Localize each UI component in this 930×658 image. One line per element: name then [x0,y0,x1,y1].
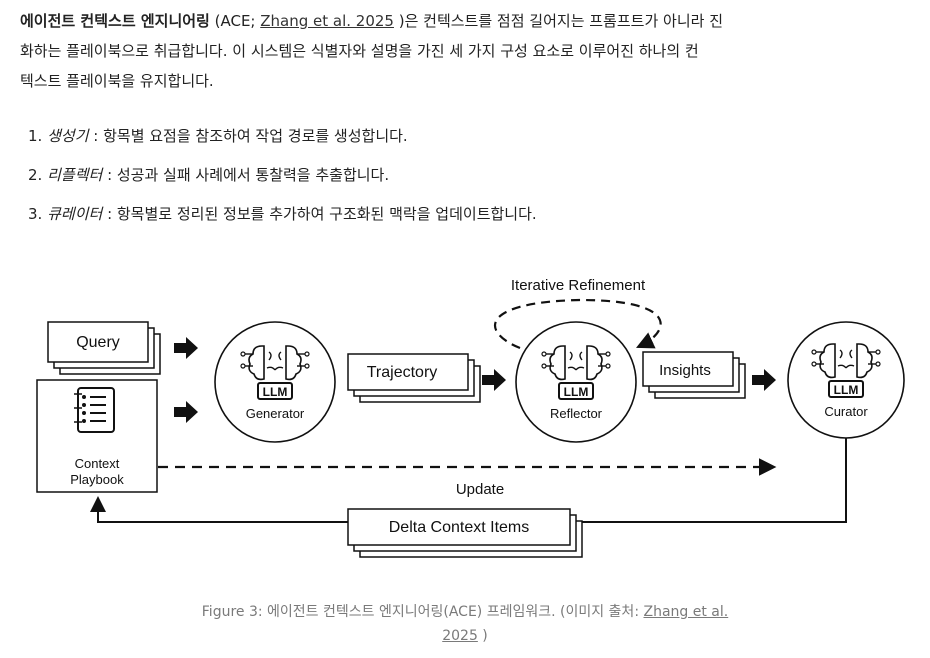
generator-node: LLM Generator [214,321,336,443]
playbook-notebook-icon [74,387,115,433]
insights-to-curator-arrow [752,369,776,391]
delta-context-items-box: Delta Context Items [347,508,583,558]
query-box: Query [47,321,161,375]
svg-text:Playbook: Playbook [70,472,124,487]
list-item-curator: 3. 큐레이터 : 항목별로 정리된 정보를 추가하여 구조화된 맥락을 업데이… [28,205,537,223]
svg-text:Insights: Insights [659,362,711,379]
update-label: Update [456,481,504,498]
intro-paragraph: 에이전트 컨텍스트 엔지니어링 (ACE; Zhang et al. 2025 … [20,6,916,96]
citation-link[interactable]: Zhang et al. 2025 [260,12,394,30]
intro-line-1: 에이전트 컨텍스트 엔지니어링 (ACE; Zhang et al. 2025 … [20,12,723,30]
svg-text:Generator: Generator [246,406,305,421]
figure-caption: Figure 3: 에이전트 컨텍스트 엔지니어링(ACE) 프레임워크. (이… [201,604,729,644]
list-item-generator: 1. 생성기 : 항목별 요점을 참조하여 작업 경로를 생성합니다. [28,127,408,145]
context-playbook-box: Context Playbook [36,379,158,493]
insights-box: Insights [642,351,746,399]
trajectory-to-reflector-arrow [482,369,506,391]
svg-text:LLM: LLM [564,385,589,399]
caption-citation-link-part1[interactable]: Zhang et al. [643,604,729,620]
intro-line-3: 텍스트 플레이북을 유지합니다. [20,72,214,90]
svg-text:Delta Context Items: Delta Context Items [389,519,530,536]
curator-node: LLM Curator [787,321,905,439]
svg-text:LLM: LLM [834,383,859,397]
component-list: 1. 생성기 : 항목별 요점을 참조하여 작업 경로를 생성합니다. 2. 리… [28,123,537,240]
refinement-loop-arrow [494,298,662,350]
svg-text:LLM: LLM [263,385,288,399]
list-item-reflector: 2. 리플렉터 : 성공과 실패 사례에서 통찰력을 추출합니다. [28,166,390,184]
query-to-generator-arrow [174,337,198,359]
svg-text:Reflector: Reflector [550,406,603,421]
svg-text:Trajectory: Trajectory [367,364,438,381]
playbook-to-generator-arrow [174,401,198,423]
loop-label: Iterative Refinement [511,277,646,294]
caption-citation-link-part2[interactable]: 2025 [442,628,478,644]
reflector-node: LLM Reflector [515,321,637,443]
svg-text:Query: Query [76,334,120,351]
svg-text:Curator: Curator [824,404,868,419]
ace-framework-diagram: Iterative Refinement Query Context Playb… [36,277,905,558]
trajectory-box: Trajectory [347,353,481,403]
svg-text:Context: Context [75,456,120,471]
ace-term: 에이전트 컨텍스트 엔지니어링 [20,12,210,30]
intro-line-2: 화하는 플레이북으로 취급합니다. 이 시스템은 식별자와 설명을 가진 세 가… [20,42,699,60]
